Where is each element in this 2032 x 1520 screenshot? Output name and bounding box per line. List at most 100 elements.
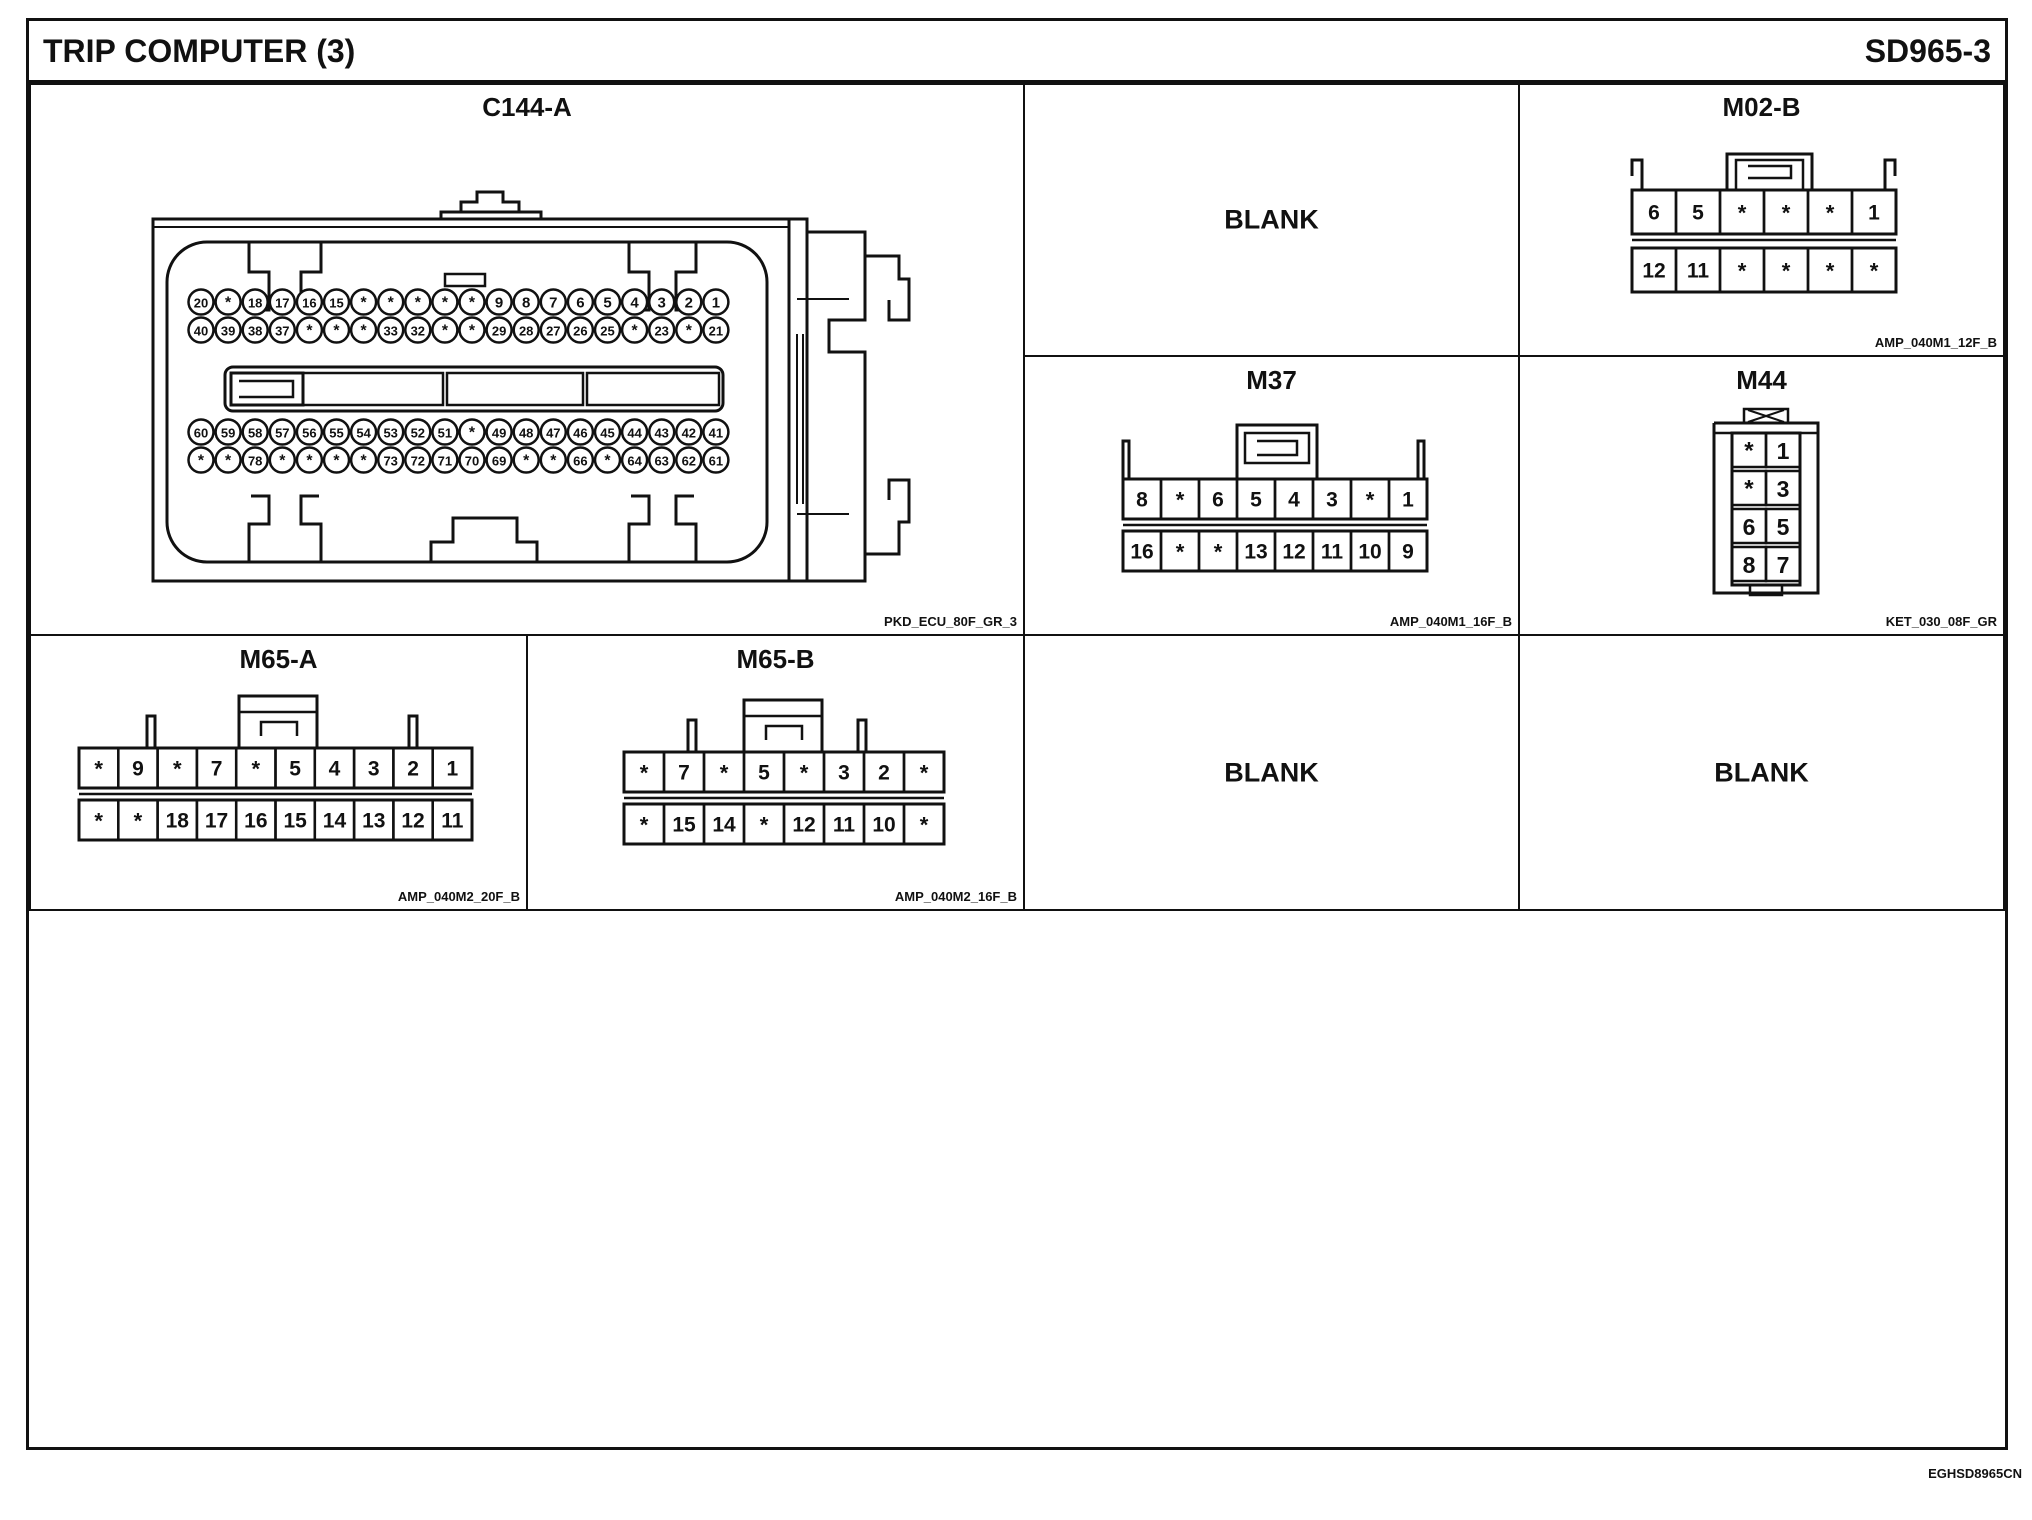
pin-socket — [702, 288, 730, 316]
pin-cell — [1387, 529, 1429, 573]
pin-socket — [241, 316, 269, 344]
pin-label: 1 — [712, 295, 720, 312]
pin-label: * — [361, 453, 368, 470]
pin-socket — [458, 316, 486, 344]
pin-label: 11 — [441, 810, 464, 833]
pin-socket — [241, 418, 269, 446]
document-id: EGHSD8965CN — [1928, 1466, 2022, 1481]
pin-label: * — [640, 813, 649, 838]
pin-cell — [1764, 507, 1802, 545]
housing-outline — [445, 371, 585, 407]
pin-socket — [241, 288, 269, 316]
pin-label: 29 — [492, 324, 506, 339]
pin-label: 7 — [1777, 552, 1790, 578]
pin-label: * — [94, 757, 103, 782]
pin-label: * — [1214, 540, 1223, 565]
pin-label: 53 — [383, 426, 397, 441]
pin-socket — [322, 288, 351, 316]
housing-outline — [439, 210, 543, 219]
pin-socket — [404, 418, 432, 446]
pin-label: * — [920, 813, 929, 838]
pin-label: 1 — [447, 758, 459, 781]
pin-label: * — [469, 323, 476, 340]
pin-socket — [268, 418, 297, 446]
connector-type: AMP_040M2_16F_B — [894, 889, 1017, 904]
pin-label: 17 — [275, 296, 289, 311]
housing-outline — [585, 371, 721, 407]
pin-label: 9 — [1402, 541, 1414, 564]
pin-label: 44 — [627, 426, 642, 441]
pin-socket — [702, 446, 730, 474]
pin-cell — [1764, 545, 1802, 583]
housing-outline — [1243, 431, 1311, 465]
pin-socket — [295, 316, 324, 344]
pin-label: 16 — [244, 810, 267, 833]
connector-name: M44 — [1736, 365, 1787, 395]
pin-label: * — [760, 813, 769, 838]
pin-label: * — [640, 761, 649, 786]
housing-outline — [237, 694, 319, 748]
pin-label: * — [279, 453, 286, 470]
pin-socket — [593, 446, 622, 474]
pin-label: 70 — [465, 454, 479, 469]
pin-socket — [620, 316, 649, 344]
pin-label: 10 — [1358, 541, 1381, 564]
housing-outline — [627, 494, 651, 562]
pin-label: 11 — [1687, 260, 1710, 283]
pin-label: 66 — [573, 454, 587, 469]
blank-label: BLANK — [1224, 757, 1319, 787]
housing-outline — [407, 714, 419, 748]
housing-outline — [1742, 407, 1790, 425]
pin-label: 51 — [438, 426, 452, 441]
pin-socket — [647, 418, 676, 446]
pin-label: 8 — [522, 295, 530, 312]
pin-label: 6 — [576, 295, 584, 312]
page-code: SD965-3 — [1864, 33, 1991, 69]
pin-label: 17 — [205, 810, 228, 833]
pin-label: 4 — [630, 295, 639, 312]
pin-socket — [404, 316, 432, 344]
pin-label: * — [388, 295, 395, 312]
pin-socket — [376, 288, 405, 316]
pin-label: * — [361, 323, 368, 340]
housing-outline — [443, 272, 487, 288]
pin-label: 69 — [492, 454, 506, 469]
pin-socket — [349, 418, 378, 446]
pin-label: * — [469, 425, 476, 442]
pin-socket — [647, 316, 676, 344]
pin-label: 59 — [221, 426, 235, 441]
pin-socket — [512, 316, 540, 344]
connector-type: AMP_040M2_20F_B — [397, 889, 520, 904]
pin-label: * — [134, 809, 143, 834]
pin-label: 12 — [1642, 260, 1665, 283]
header-bar: TRIP COMPUTER (3) SD965-3 — [29, 21, 2005, 85]
pin-label: 1 — [1402, 489, 1414, 512]
pin-label: * — [225, 295, 232, 312]
connector-type: KET_030_08F_GR — [1885, 614, 1997, 629]
pin-label: 52 — [411, 426, 425, 441]
housing-outline — [865, 254, 911, 322]
pin-socket — [349, 316, 378, 344]
pin-label: 18 — [248, 296, 262, 311]
pin-label: 15 — [283, 810, 307, 833]
pin-label: 73 — [383, 454, 397, 469]
pin-socket — [404, 446, 432, 474]
pin-label: * — [225, 453, 232, 470]
pin-socket — [268, 316, 297, 344]
pin-label: * — [523, 453, 530, 470]
housing-outline — [1235, 423, 1319, 479]
pin-label: * — [604, 453, 611, 470]
housing-outline — [1883, 158, 1897, 190]
pin-socket — [539, 288, 568, 316]
page-title: TRIP COMPUTER (3) — [43, 33, 356, 69]
housing-outline — [239, 379, 295, 399]
pin-label: * — [469, 295, 476, 312]
pin-label: * — [94, 809, 103, 834]
pin-socket — [187, 418, 215, 446]
pin-label: * — [306, 453, 313, 470]
pin-socket — [349, 446, 378, 474]
pin-label: * — [1366, 488, 1375, 513]
pin-label: 13 — [1244, 541, 1267, 564]
